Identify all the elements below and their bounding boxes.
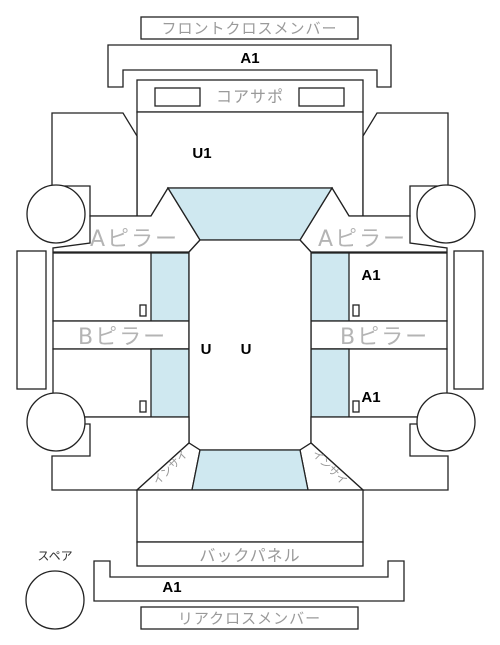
left-front-window[interactable] bbox=[150, 252, 190, 322]
front-member-mark: A1 bbox=[240, 50, 259, 67]
left-b-pillar-label: Bピラー bbox=[78, 325, 167, 350]
roof-right-mark: U bbox=[241, 341, 252, 358]
core-support-label: コアサポ bbox=[216, 87, 284, 106]
front-area-mark: U1 bbox=[192, 145, 211, 162]
rear-right-wheel[interactable] bbox=[416, 392, 476, 452]
right-rear-window[interactable] bbox=[310, 348, 350, 418]
right-front-window[interactable] bbox=[310, 252, 350, 322]
rear-member-mark: A1 bbox=[162, 579, 181, 596]
front-left-wheel[interactable] bbox=[26, 184, 86, 244]
right-front-handle bbox=[352, 304, 360, 317]
spare-tire[interactable] bbox=[25, 570, 85, 630]
roof-left-mark: U bbox=[201, 341, 212, 358]
right-fender[interactable] bbox=[362, 112, 449, 217]
spare-label: スペア bbox=[37, 549, 72, 563]
right-front-door-mark: A1 bbox=[361, 267, 380, 284]
rear-window[interactable] bbox=[191, 449, 309, 491]
right-b-pillar-label: Bピラー bbox=[340, 325, 429, 350]
rear-cross-member-box[interactable] bbox=[140, 606, 359, 630]
left-a-pillar-label: Aピラー bbox=[90, 227, 179, 252]
right-rocker-panel[interactable] bbox=[453, 250, 484, 390]
back-panel-label: バックパネル bbox=[199, 546, 300, 565]
rear-left-wheel[interactable] bbox=[26, 392, 86, 452]
front-cross-member[interactable] bbox=[107, 44, 392, 88]
left-rear-handle bbox=[139, 400, 147, 413]
left-front-handle bbox=[139, 304, 147, 317]
front-cross-member-label: フロントクロスメンバー bbox=[161, 20, 337, 38]
headlight-right bbox=[298, 87, 345, 107]
headlight-left bbox=[154, 87, 201, 107]
trunk-area[interactable] bbox=[136, 489, 364, 543]
rear-cross-member[interactable] bbox=[93, 560, 405, 602]
back-panel-box[interactable] bbox=[136, 541, 364, 567]
left-rear-window[interactable] bbox=[150, 348, 190, 418]
right-a-pillar-label: Aピラー bbox=[318, 227, 407, 252]
right-rear-door-mark: A1 bbox=[361, 389, 380, 406]
front-cross-member-box[interactable] bbox=[140, 16, 359, 40]
front-right-wheel[interactable] bbox=[416, 184, 476, 244]
right-rear-handle bbox=[352, 400, 360, 413]
rear-cross-member-label: リアクロスメンバー bbox=[178, 610, 321, 628]
left-rocker-panel[interactable] bbox=[16, 250, 47, 390]
